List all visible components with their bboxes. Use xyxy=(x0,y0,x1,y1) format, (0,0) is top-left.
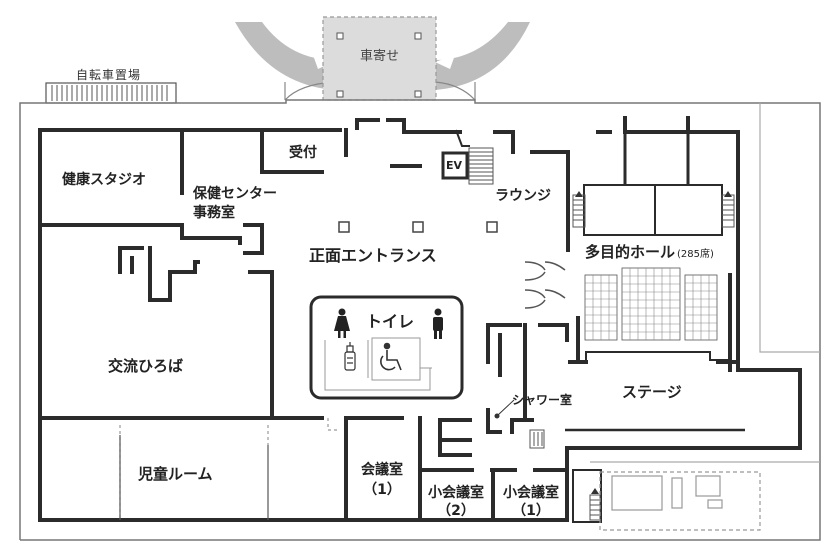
hall-rooms xyxy=(583,132,723,236)
childrens-room-inner xyxy=(119,435,269,520)
main-entrance-label: 正面エントランス xyxy=(309,246,437,265)
stage-label: ステージ xyxy=(622,383,682,401)
stage-area xyxy=(529,351,745,449)
lounge-label: ラウンジ xyxy=(495,188,551,204)
walls xyxy=(38,116,802,522)
multipurpose-hall-label: 多目的ホール(285席) xyxy=(585,243,714,261)
toilet-label: トイレ xyxy=(366,312,415,331)
baby-bottle-icon xyxy=(344,342,356,371)
site-inner-line xyxy=(759,103,820,353)
female-toilet-icon xyxy=(334,308,350,338)
elevator xyxy=(441,151,469,180)
hall-name: 多目的ホール xyxy=(585,243,676,261)
childrens-room-label: 児童ルーム xyxy=(138,465,213,483)
reception-label: 受付 xyxy=(289,145,317,161)
exchange-plaza-label: 交流ひろば xyxy=(108,357,184,375)
bicycle-parking-label: 自転車置場 xyxy=(76,68,142,82)
health-studio-label: 健康スタジオ xyxy=(62,172,146,188)
bicycle-parking xyxy=(45,82,177,104)
small-meeting-room-1-label: 小会議室 （1） xyxy=(503,485,559,520)
shower-room-label: シャワー室 xyxy=(512,393,573,407)
car-drop-canopy xyxy=(235,16,530,101)
outdoor-equipment xyxy=(599,471,761,531)
car-drop-label: 車寄せ xyxy=(360,49,400,64)
shower-pointer xyxy=(494,399,515,419)
toilet-block xyxy=(309,295,464,400)
wheelchair-icon xyxy=(380,342,402,371)
hall-doors xyxy=(524,261,566,309)
health-center-office-label: 保健センター 事務室 xyxy=(193,186,277,221)
hall-seats xyxy=(584,267,718,341)
ev-label: EV xyxy=(446,159,463,172)
small-meeting-room-2-label: 小会議室 （2） xyxy=(428,485,484,520)
arrow-icon xyxy=(575,191,732,494)
meeting-room-1-label: 会議室 （1） xyxy=(361,462,403,499)
hall-capacity: (285席) xyxy=(677,249,714,260)
pillars xyxy=(338,221,498,233)
male-toilet-icon xyxy=(433,308,443,339)
site-boundary xyxy=(19,99,821,541)
